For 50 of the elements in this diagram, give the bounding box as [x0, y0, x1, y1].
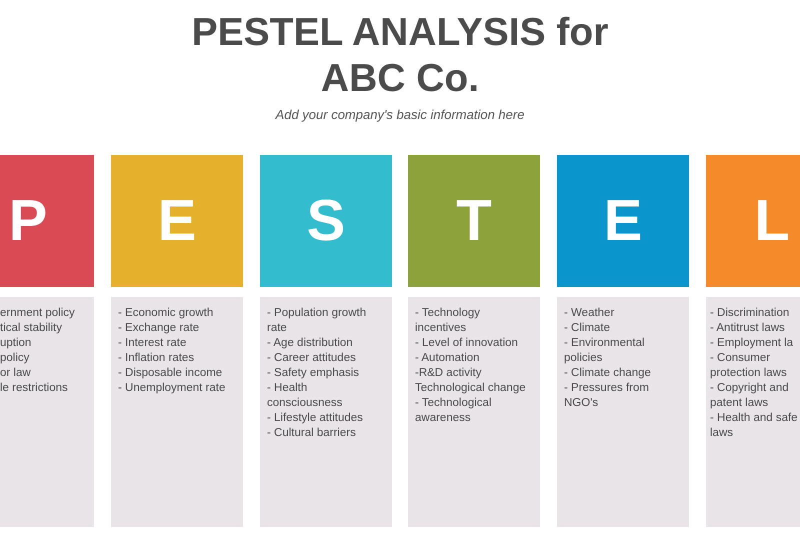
- factor-text: or law: [0, 366, 31, 381]
- factor-text: - Technology incentives: [415, 306, 481, 336]
- factor-text: - Environmental policies: [564, 336, 646, 366]
- letter-tile: L: [706, 155, 800, 287]
- factor-text: - Economic growth: [118, 306, 214, 321]
- factor-text: - Population growth rate: [267, 306, 368, 336]
- letter-tile: T: [408, 155, 540, 287]
- factor-text: - Exchange rate: [118, 321, 200, 336]
- factor-text: - Safety emphasis: [267, 366, 360, 381]
- subtitle: Add your company's basic information here: [276, 106, 524, 123]
- factor-text: - Pressures from NGO's: [564, 381, 650, 411]
- factor-text: - Cultural barriers: [267, 426, 356, 441]
- factor-panel: [706, 297, 800, 527]
- letter-tile: P: [0, 155, 94, 287]
- factor-text: Technological change: [415, 381, 526, 396]
- factor-text: - Technological awareness: [415, 396, 493, 426]
- factor-panel: [557, 297, 689, 527]
- page-title: PESTEL ANALYSIS for ABC Co.: [190, 10, 610, 102]
- factor-text: - Weather: [564, 306, 614, 321]
- factor-panel: [408, 297, 540, 527]
- factor-text: - Health consciousness: [267, 381, 344, 411]
- letter-tile: E: [111, 155, 243, 287]
- factor-text: - Age distribution: [267, 336, 353, 351]
- factor-text: - Automation: [415, 351, 480, 366]
- factor-text: - Level of innovation: [415, 336, 518, 351]
- factor-text: - Antitrust laws: [710, 321, 785, 336]
- factor-text: tical stability: [0, 321, 62, 336]
- factor-panel: [111, 297, 243, 527]
- factor-text: policy: [0, 351, 30, 366]
- factor-text: le restrictions: [0, 381, 68, 396]
- factor-text: - Inflation rates: [118, 351, 194, 366]
- factor-text: - Copyright and patent laws: [710, 381, 790, 411]
- factor-text: - Health and safe laws: [710, 411, 799, 441]
- factor-text: - Unemployment rate: [118, 381, 226, 396]
- letter-tile: S: [260, 155, 392, 287]
- letter-tile: E: [557, 155, 689, 287]
- factor-text: - Disposable income: [118, 366, 222, 381]
- factor-text: - Discrimination: [710, 306, 790, 321]
- factor-text: - Consumer protection laws: [710, 351, 788, 381]
- factor-panel: [0, 297, 94, 527]
- factor-text: uption: [0, 336, 32, 351]
- factor-text: - Lifestyle attitudes: [267, 411, 363, 426]
- factor-text: - Interest rate: [118, 336, 186, 351]
- factor-text: - Career attitudes: [267, 351, 356, 366]
- factor-text: - Climate: [564, 321, 610, 336]
- factor-panel: [260, 297, 392, 527]
- factor-text: ernment policy: [0, 306, 75, 321]
- factor-text: -R&D activity: [415, 366, 482, 381]
- factor-text: - Employment la: [710, 336, 794, 351]
- factor-text: - Climate change: [564, 366, 651, 381]
